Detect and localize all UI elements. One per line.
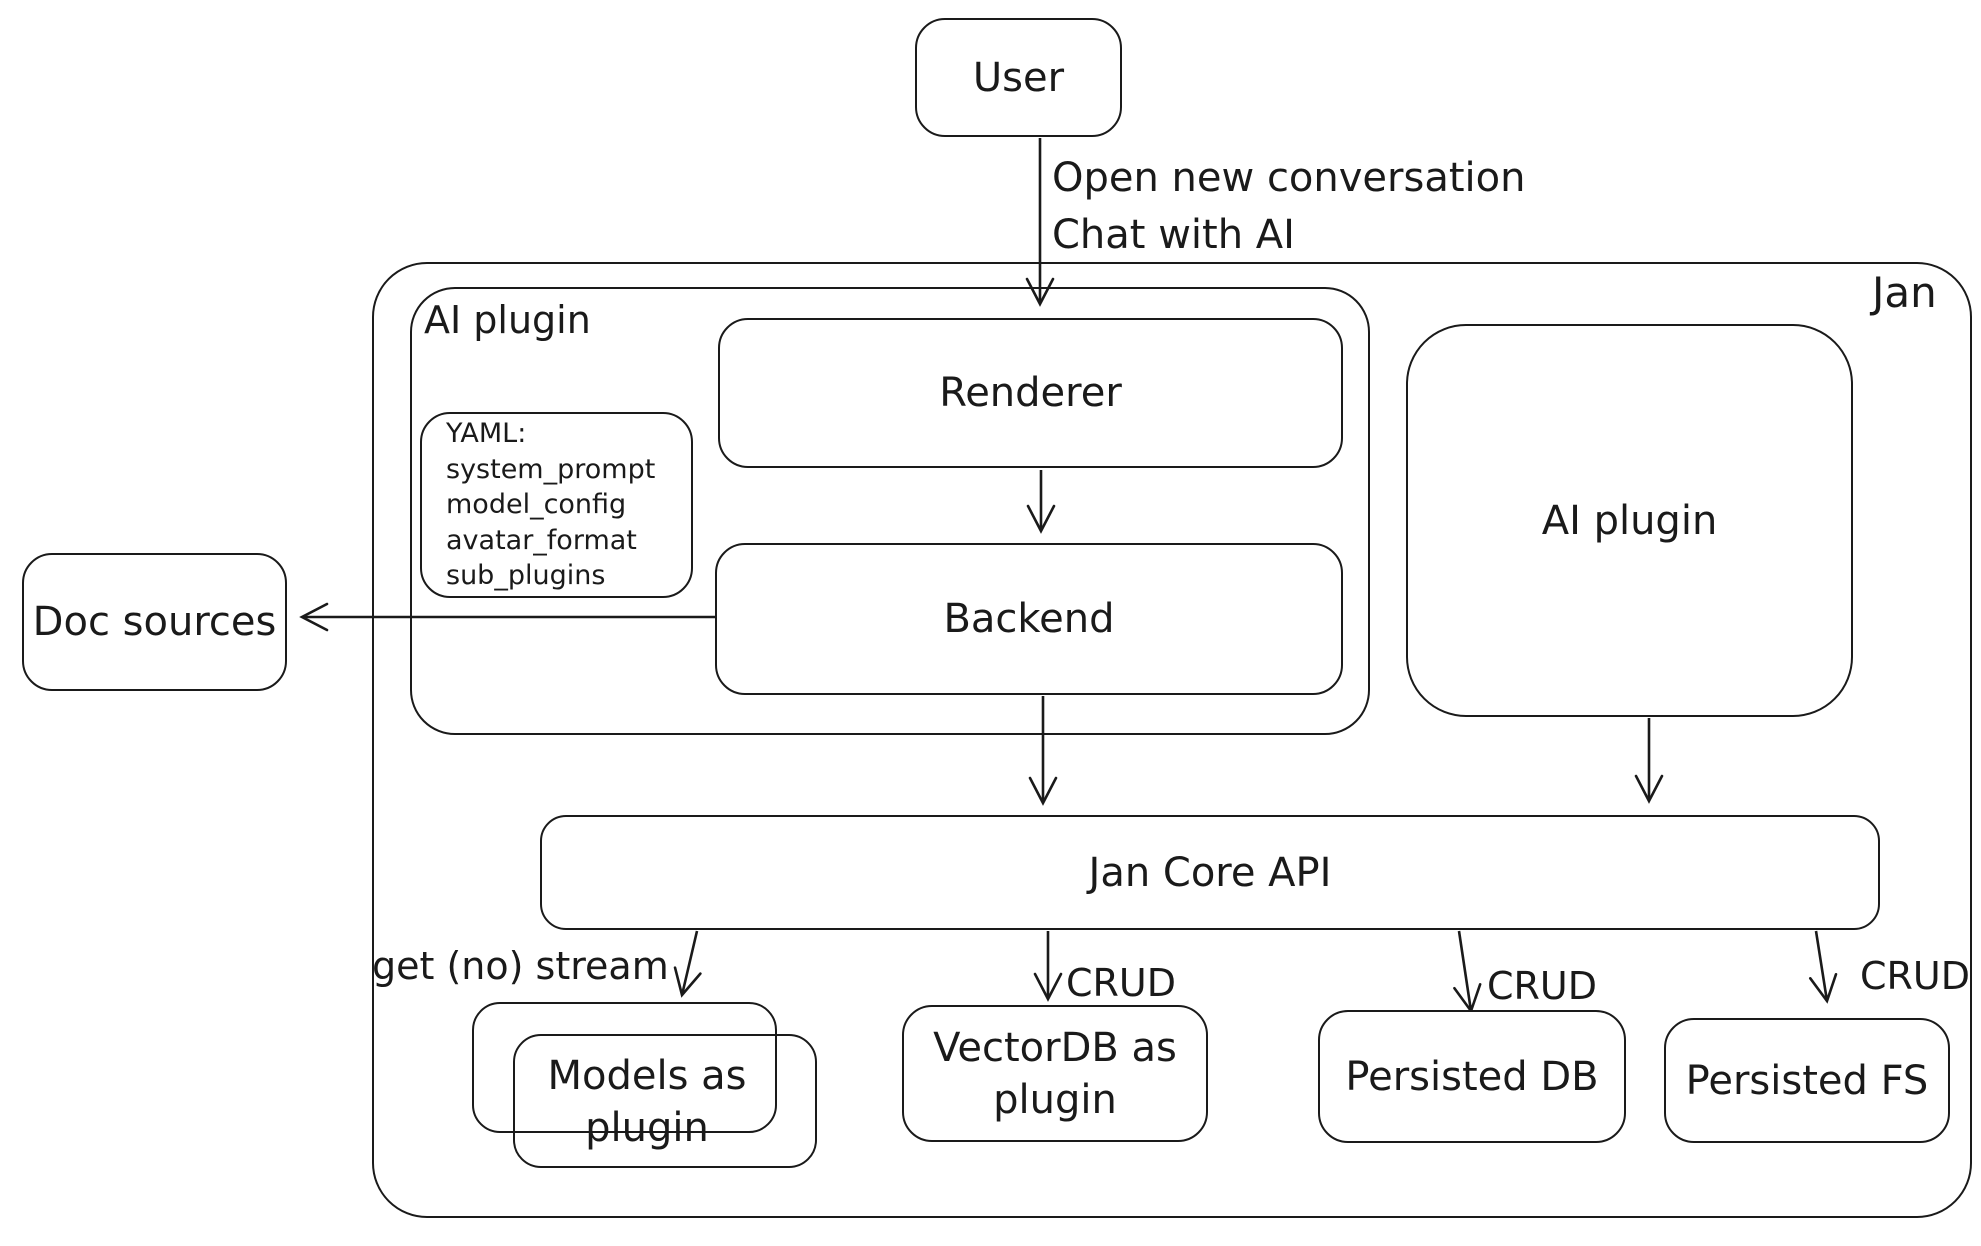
yaml-note-text: YAML: system_prompt model_config avatar_… <box>446 418 656 592</box>
persisted-db-node: Persisted DB <box>1318 1010 1626 1143</box>
persisted-fs-node: Persisted FS <box>1664 1018 1950 1143</box>
edge-label-crud-vectordb: CRUD <box>1066 961 1177 1005</box>
backend-node-label: Backend <box>943 596 1115 642</box>
persisted-db-node-label: Persisted DB <box>1345 1053 1599 1100</box>
persisted-fs-node-label: Persisted FS <box>1685 1057 1929 1104</box>
jan-container <box>372 262 1972 1218</box>
yaml-note: YAML: system_prompt model_config avatar_… <box>420 412 693 598</box>
ai-plugin-node-label: AI plugin <box>1541 497 1718 544</box>
jan-core-api-node-label: Jan Core API <box>1088 849 1332 896</box>
vectordb-node: VectorDB as plugin <box>902 1005 1208 1142</box>
edge-label-crud-persisted-db: CRUD <box>1487 964 1598 1008</box>
vectordb-node-label: VectorDB as plugin <box>933 1024 1177 1123</box>
jan-container-label: Jan <box>1872 268 1937 317</box>
renderer-node: Renderer <box>718 318 1343 468</box>
doc-sources-node: Doc sources <box>22 553 287 691</box>
ai-plugin-group <box>410 287 1370 735</box>
ai-plugin-group-label: AI plugin <box>424 298 591 342</box>
models-as-plugin-node-back <box>472 1002 777 1133</box>
edge-label-crud-persisted-fs: CRUD <box>1860 954 1971 998</box>
user-node: User <box>915 18 1122 137</box>
backend-node: Backend <box>715 543 1343 695</box>
doc-sources-node-label: Doc sources <box>32 599 277 645</box>
edge-label-open-conversation: Open new conversation Chat with AI <box>1052 155 1526 258</box>
jan-core-api-node: Jan Core API <box>540 815 1880 930</box>
models-as-plugin-node <box>513 1034 817 1168</box>
renderer-node-label: Renderer <box>939 370 1122 416</box>
edge-label-get-no-stream: get (no) stream <box>372 944 669 988</box>
ai-plugin-node: AI plugin <box>1406 324 1853 717</box>
user-node-label: User <box>972 54 1065 101</box>
